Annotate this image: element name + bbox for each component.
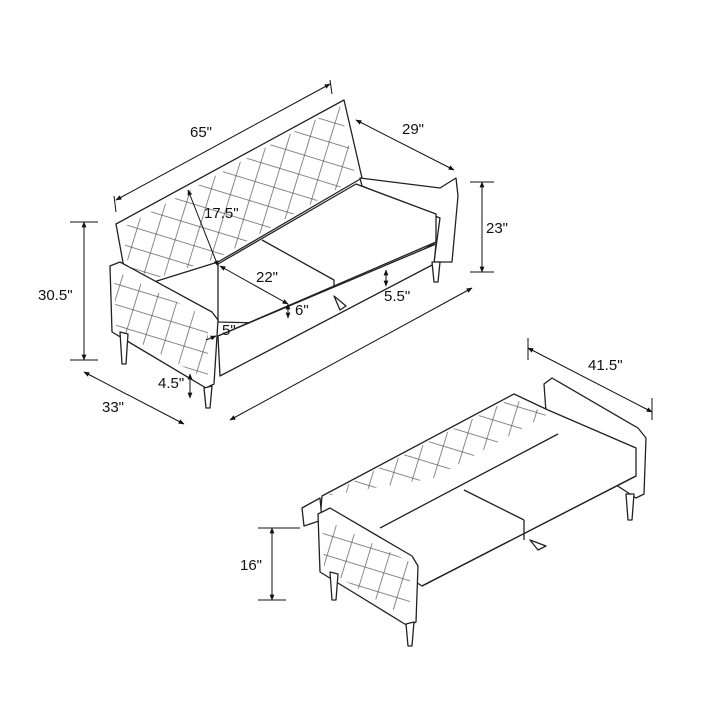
bed-dimension-labels: 41.5" 16" (240, 357, 623, 574)
label-base-height: 5.5" (384, 288, 410, 305)
label-back-height: 17.5" (204, 205, 239, 222)
label-bed-depth: 41.5" (588, 357, 623, 374)
sofa-upright-drawing (109, 99, 459, 409)
label-arm-depth: 29" (402, 121, 424, 138)
label-bed-height: 16" (240, 557, 262, 574)
upright-dimension-labels: 65" 29" 17.5" 23" 22" 30.5" 6" 5.5" 5" 4… (38, 121, 508, 416)
upright-dimension-lines (70, 79, 494, 425)
label-arm-height: 23" (486, 220, 508, 237)
label-leg-height: 4.5" (158, 375, 184, 392)
label-overall-depth: 33" (102, 399, 124, 416)
label-overall-height: 30.5" (38, 287, 73, 304)
label-seat-depth: 22" (256, 269, 278, 286)
label-overall-width: 65" (190, 124, 212, 141)
sofa-bed-drawing (301, 377, 647, 647)
label-arm-width: 5" (222, 322, 236, 339)
bed-dimension-lines (258, 338, 653, 601)
label-cushion-thickness: 6" (295, 302, 309, 319)
